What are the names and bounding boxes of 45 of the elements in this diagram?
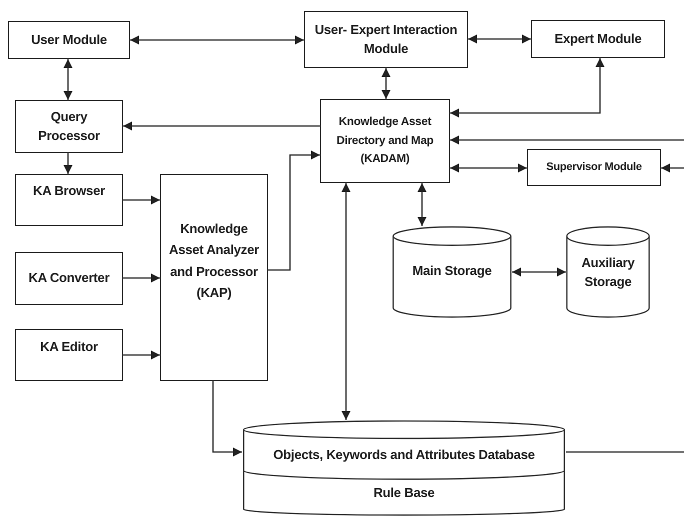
storage-cylinder	[392, 226, 512, 318]
node-label: Knowledge Asset Analyzer and Processor (KAP)	[168, 220, 260, 302]
module-box	[15, 174, 123, 226]
node-label: Auxiliary Storage	[580, 254, 636, 291]
storage-cylinder	[566, 226, 650, 318]
node-label: User- Expert Interaction Module	[314, 20, 458, 58]
node-label: Main Storage	[412, 262, 492, 280]
module-box	[531, 20, 665, 58]
module-box	[527, 149, 661, 186]
node-label: Knowledge Asset Directory and Map (KADAM)	[336, 115, 434, 168]
connector-arrow	[123, 122, 320, 130]
node-label: Supervisor Module	[546, 160, 642, 175]
connector-arrow	[64, 153, 72, 174]
connector-arrow	[418, 183, 426, 226]
node-label: KA Browser	[33, 182, 105, 200]
connector-arrow	[123, 274, 160, 282]
connector-arrow	[123, 196, 160, 204]
connector-arrow	[382, 68, 390, 99]
connector-arrow	[130, 36, 304, 44]
module-box	[15, 329, 123, 381]
module-box	[15, 100, 123, 153]
module-box	[304, 11, 468, 68]
connector-arrow	[212, 381, 242, 456]
connector-arrow	[123, 350, 160, 360]
connector-arrow	[342, 183, 350, 420]
node-label: Query Processor	[37, 108, 101, 144]
connector-arrow	[450, 136, 684, 144]
node-label: KA Converter	[28, 269, 110, 288]
node-label: Rule Base	[373, 484, 435, 502]
module-box	[320, 99, 450, 183]
connector-arrow	[64, 59, 72, 100]
node-label: User Module	[31, 30, 107, 49]
connector-arrow	[468, 34, 531, 44]
connector-arrow	[268, 150, 320, 271]
connector-arrow	[450, 58, 604, 118]
module-box	[8, 21, 130, 59]
database-cylinder	[242, 420, 566, 517]
node-label: KA Editor	[40, 338, 98, 356]
connector-arrow	[450, 164, 527, 172]
module-box	[15, 252, 123, 305]
connector-arrow	[512, 268, 566, 276]
node-label: Objects, Keywords and Attributes Database	[273, 446, 535, 464]
connector-arrow	[661, 164, 684, 172]
node-label: Expert Module	[554, 30, 642, 48]
module-box	[160, 174, 268, 381]
